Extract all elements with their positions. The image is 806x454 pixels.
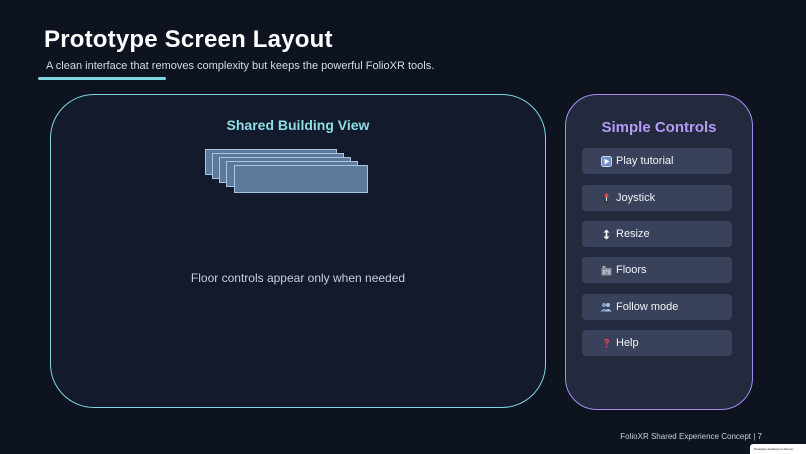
control-label: Floors (616, 264, 647, 276)
slide-footer: FolioXR Shared Experience Concept | 7 (620, 432, 762, 441)
play-tutorial-button[interactable]: Play tutorial (582, 148, 732, 174)
building-icon (600, 264, 612, 276)
controls-title: Simple Controls (566, 119, 752, 136)
play-icon (600, 155, 612, 167)
shared-building-view-panel[interactable]: Shared Building View Floor controls appe… (50, 94, 546, 408)
control-label: Joystick (616, 192, 655, 204)
joystick-button[interactable]: Joystick (582, 185, 732, 211)
question-icon (600, 337, 612, 349)
control-label: Follow mode (616, 301, 678, 313)
floor-controls-caption: Floor controls appear only when needed (51, 271, 545, 285)
slide-subtitle: A clean interface that removes complexit… (46, 60, 434, 72)
resize-button[interactable]: Resize (582, 221, 732, 247)
control-label: Help (616, 337, 639, 349)
thumbnail-text: Prototype Features to Demon (750, 444, 806, 451)
people-icon (600, 301, 612, 313)
slide-title: Prototype Screen Layout (44, 26, 333, 54)
help-button[interactable]: Help (582, 330, 732, 356)
floors-button[interactable]: Floors (582, 257, 732, 283)
next-slide-thumbnail[interactable]: Prototype Features to Demon (750, 444, 806, 454)
floor-stack[interactable] (203, 147, 373, 193)
control-label: Resize (616, 228, 650, 240)
control-label: Play tutorial (616, 155, 673, 167)
building-view-title: Shared Building View (51, 117, 545, 133)
resize-icon (600, 228, 612, 240)
follow-mode-button[interactable]: Follow mode (582, 294, 732, 320)
joystick-icon (600, 192, 612, 204)
title-accent-line (38, 77, 166, 80)
floor-layer[interactable] (234, 165, 368, 193)
simple-controls-panel: Simple Controls Play tutorial Joystick R… (565, 94, 753, 410)
